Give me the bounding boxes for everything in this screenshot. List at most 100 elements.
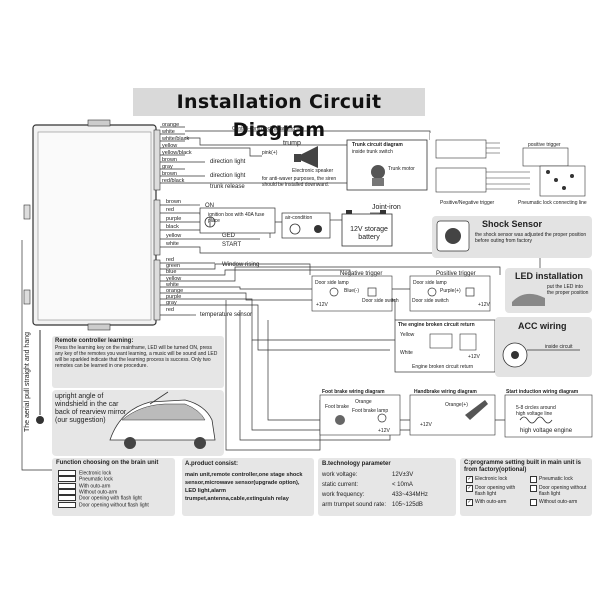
prog-item-label: Door opening with flash light xyxy=(475,485,516,497)
inside-circuit: inside circuit xyxy=(545,344,573,350)
car-panel xyxy=(52,390,224,456)
page-title: Installation Circuit Diagram xyxy=(133,88,425,141)
wire-label: orange xyxy=(162,122,180,128)
central-lock-label: Central-controlock arranging line xyxy=(232,126,305,132)
wire-label: red xyxy=(166,207,174,214)
wire-label: white/black xyxy=(162,136,190,142)
air-condition-label: air-condition xyxy=(285,215,313,221)
white-label: White xyxy=(400,350,413,356)
checkbox-empty-icon xyxy=(530,499,537,506)
wire-label: white xyxy=(166,241,179,247)
wire-label: brown xyxy=(162,157,177,163)
engine-12v: +12V xyxy=(468,354,480,360)
prog-item-label: Door opening without flash light xyxy=(539,485,587,497)
wire-label: yellow xyxy=(162,143,178,149)
led-title: LED installation xyxy=(515,271,584,281)
wire-label: red/black xyxy=(162,178,185,184)
prog-item: Pneumatic lock xyxy=(530,476,590,483)
foot-brake-lamp: Foot brake lamp xyxy=(352,408,389,414)
led-panel xyxy=(505,268,592,313)
prog-item-label: With outo-arm xyxy=(475,499,507,505)
wire-label: purple xyxy=(166,215,182,222)
func-item-label: Door opening without flash light xyxy=(79,501,149,508)
switch-icon xyxy=(58,495,76,502)
wire-label: yellow xyxy=(166,232,182,239)
purple-plus: Purple(+) xyxy=(440,288,461,294)
led-text: put the LED into the proper position xyxy=(547,284,589,296)
func-title: Function choosing on the brain unit xyxy=(56,460,159,466)
upright-text: upright angle of windshield in the car b… xyxy=(55,393,127,424)
acc-panel xyxy=(495,317,592,377)
foot-brake-label: Foot brake xyxy=(325,404,349,410)
pos-trigger-title: Positive trigger xyxy=(436,271,476,277)
plus12v-2: +12V xyxy=(478,302,490,308)
remote-panel xyxy=(52,336,224,388)
remote-title: Remote controller learning: xyxy=(55,338,134,344)
plus12v-1: +12V xyxy=(316,302,328,308)
trump-label: trump xyxy=(283,140,301,147)
func-item-label: Electronic lock xyxy=(79,470,112,477)
checkbox-checked-icon: ✓ xyxy=(466,476,473,483)
func-item: Door opening with flash light xyxy=(58,495,173,502)
acc-title: ACC wiring xyxy=(518,321,567,331)
tech-key: work voltage: xyxy=(322,472,358,478)
wire-label: purple xyxy=(166,294,182,301)
on-label: ON xyxy=(205,203,214,209)
prog-panel xyxy=(460,458,592,516)
tech-panel xyxy=(318,458,456,516)
tech-key: arm trumpet sound rate: xyxy=(322,502,387,508)
wire-label: gray xyxy=(166,300,177,307)
tech-row: arm trumpet sound rate: 105~125dB xyxy=(322,502,454,509)
trump-pink: pink(+) xyxy=(262,150,278,156)
tech-row: work frequency:433~434MHz xyxy=(322,492,454,499)
wire-label: gray xyxy=(162,164,173,170)
pos-neg-trigger-diagram xyxy=(430,133,590,211)
checkbox-checked-icon: ✓ xyxy=(466,499,473,506)
tech-title: B.technology parameter xyxy=(322,461,391,467)
orange-plus: Orange(+) xyxy=(445,402,468,408)
tech-key: static current: xyxy=(322,482,359,488)
high-voltage: high voltage engine xyxy=(520,428,573,434)
tech-value: 433~434MHz xyxy=(392,492,428,498)
plus12v-3: +12V xyxy=(378,428,390,434)
plus12v-4: +12V xyxy=(420,422,432,428)
trunk-box xyxy=(346,139,428,191)
trunk-box-sub: inside trunk switch xyxy=(352,149,393,155)
ignition-box xyxy=(199,207,276,234)
door-side-switch-1: Door side switch xyxy=(362,298,399,304)
wire-label: white xyxy=(162,129,175,135)
main-unit xyxy=(23,119,161,331)
prog-item: Without outo-arm xyxy=(530,499,590,506)
func-item-label: Door opening with flash light xyxy=(79,495,142,502)
mid-wire-group xyxy=(160,204,541,280)
switch-icon xyxy=(58,501,76,508)
door-side-lamp-2: Door side lamp xyxy=(413,280,447,286)
direction-light-2: direction light xyxy=(210,173,246,179)
func-item: Pneumatic lock xyxy=(58,476,173,483)
prog-item: Door opening without flash light xyxy=(530,485,590,497)
func-item-label: Without outo-arm xyxy=(79,489,118,496)
prod-text: main unit,remote controller,one stage sh… xyxy=(185,472,303,502)
tech-value: 12V±3V xyxy=(392,472,414,478)
start-induction-diagram xyxy=(504,394,593,438)
engine-footer: Engine broken circuit return xyxy=(412,364,474,370)
direction-light-1: direction light xyxy=(210,159,246,165)
negative-trigger-diagram xyxy=(311,275,393,312)
prod-title: A.product consist: xyxy=(185,461,239,467)
switch-icon xyxy=(58,488,76,495)
prog-item: ✓Door opening with flash light xyxy=(466,485,526,497)
prog-item: ✓Electronic lock xyxy=(466,476,526,483)
wire-label: orange xyxy=(166,288,184,294)
trunk-box-motor: Trunk motor xyxy=(388,166,415,172)
trunk-release: trunk release xyxy=(210,184,245,190)
foot-brake-diagram xyxy=(319,394,401,436)
prog-item-label: Without outo-arm xyxy=(539,499,578,505)
foot-brake-title: Foot brake wiring diagram xyxy=(322,389,385,395)
shock-title: Shock Sensor xyxy=(482,219,543,229)
orange-small: Orange xyxy=(355,399,372,405)
shock-sensor-panel xyxy=(432,216,592,258)
aerial-icon xyxy=(21,240,52,471)
tech-value: 105~125dB xyxy=(392,502,423,508)
